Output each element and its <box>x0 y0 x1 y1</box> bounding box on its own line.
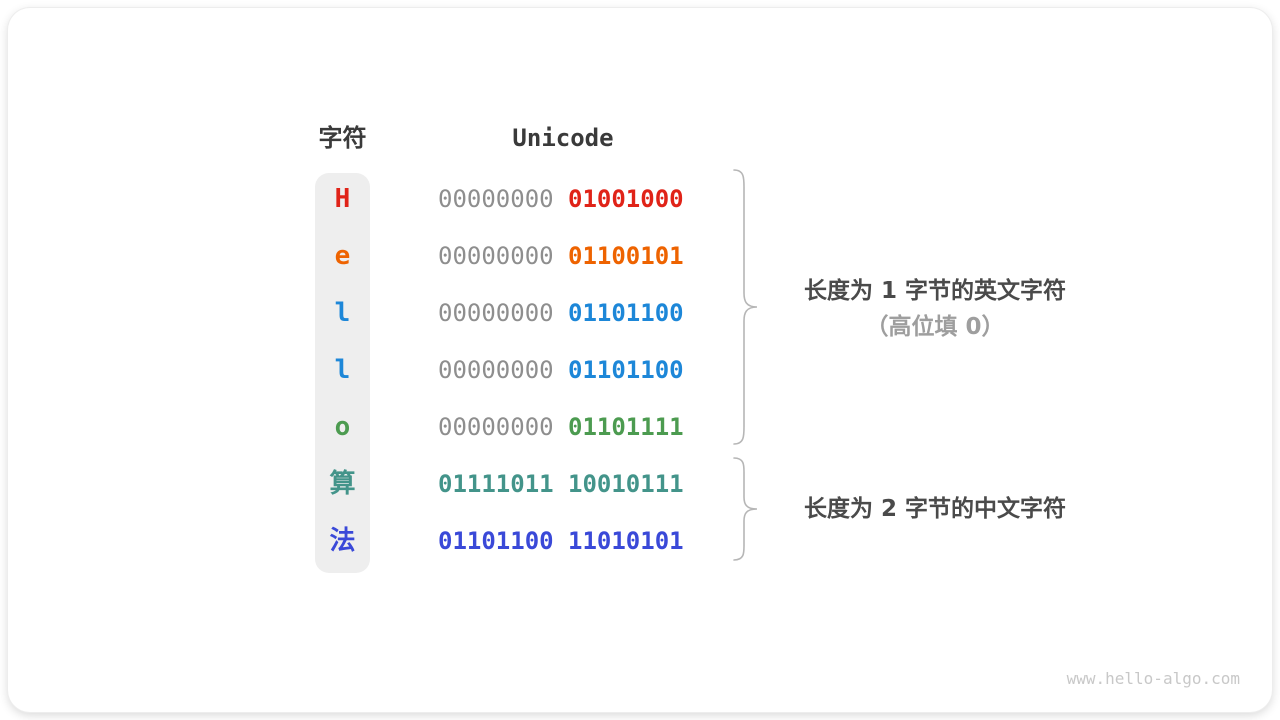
byte2-cell: 01001000 <box>568 185 684 213</box>
char-cell: e <box>334 241 351 271</box>
char-cell: l <box>334 355 351 385</box>
byte1-cell: 00000000 <box>438 299 554 327</box>
char-cell: H <box>334 184 351 214</box>
table-row: 算 01111011 10010111 <box>8 470 1272 498</box>
table-row: o 00000000 01101111 <box>8 413 1272 441</box>
byte1-cell: 00000000 <box>438 413 554 441</box>
char-cell: 算 <box>329 469 356 499</box>
byte2-cell: 01101111 <box>568 413 684 441</box>
brace-2byte-group <box>733 457 758 561</box>
annotation-english-chars: 长度为 1 字节的英文字符 （高位填 0） <box>760 273 1110 345</box>
rows-layer: H 00000000 01001000 e 00000000 01100101 … <box>8 8 1272 712</box>
char-cell: o <box>334 412 351 442</box>
table-row: H 00000000 01001000 <box>8 185 1272 213</box>
diagram-card: 字符 Unicode H 00000000 01001000 e 0000000… <box>8 8 1272 712</box>
byte2-cell: 01101100 <box>568 356 684 384</box>
char-column-background <box>315 173 370 573</box>
byte1-cell: 00000000 <box>438 356 554 384</box>
byte1-cell: 00000000 <box>438 185 554 213</box>
byte1-cell: 01111011 <box>438 470 554 498</box>
annotation-english-line2: （高位填 0） <box>865 314 1005 340</box>
byte2-cell: 01100101 <box>568 242 684 270</box>
byte2-cell: 10010111 <box>568 470 684 498</box>
char-cell: l <box>334 298 351 328</box>
annotation-english-line1: 长度为 1 字节的英文字符 <box>803 278 1067 304</box>
brace-1byte-group <box>733 169 758 445</box>
table-row: e 00000000 01100101 <box>8 242 1272 270</box>
column-header-char: 字符 <box>318 124 367 152</box>
byte2-cell: 01101100 <box>568 299 684 327</box>
table-row: l 00000000 01101100 <box>8 356 1272 384</box>
byte1-cell: 00000000 <box>438 242 554 270</box>
annotation-chinese-chars: 长度为 2 字节的中文字符 <box>803 496 1067 522</box>
table-row: l 00000000 01101100 <box>8 299 1272 327</box>
byte2-cell: 11010101 <box>568 527 684 555</box>
byte1-cell: 01101100 <box>438 527 554 555</box>
watermark-url: www.hello-algo.com <box>1066 669 1240 688</box>
table-row: 法 01101100 11010101 <box>8 527 1272 555</box>
char-cell: 法 <box>329 526 356 556</box>
column-header-unicode: Unicode <box>512 124 614 152</box>
